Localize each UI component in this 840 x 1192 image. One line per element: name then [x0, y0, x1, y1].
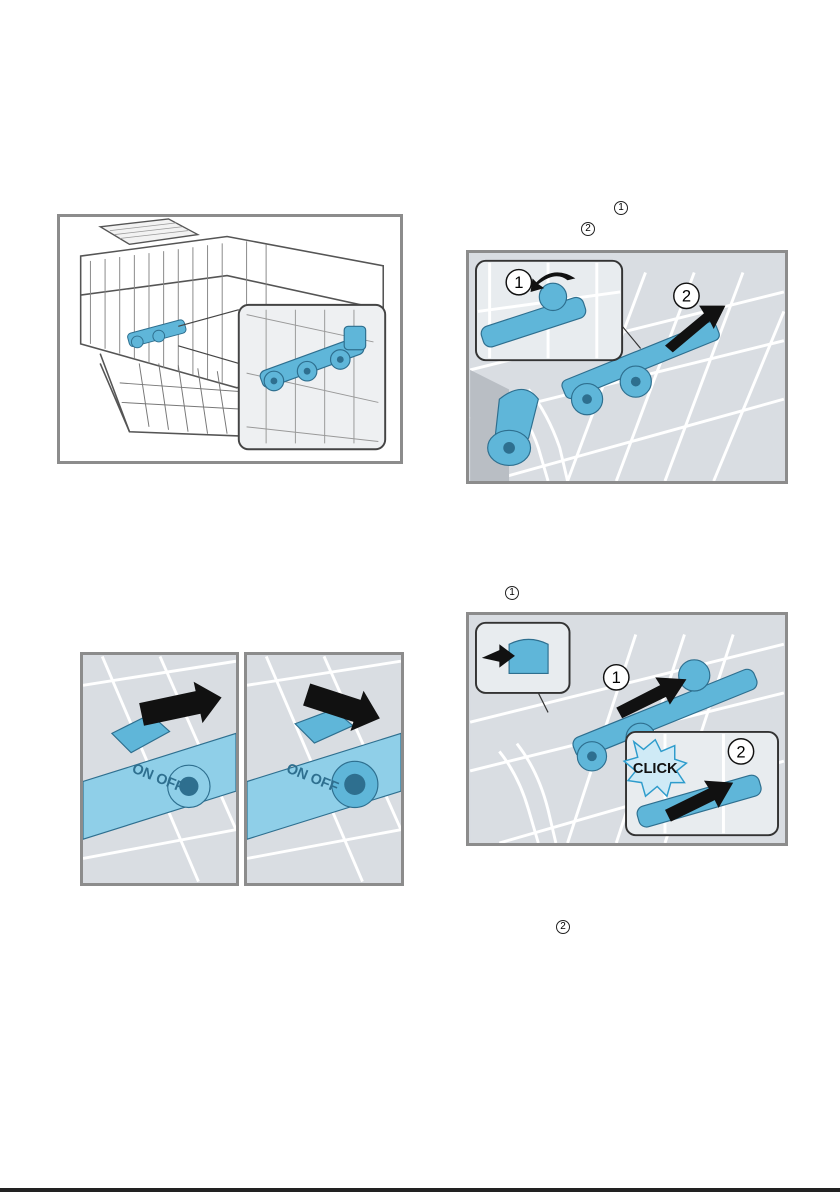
basket-overview-illustration: [60, 217, 400, 461]
insert-part-figure: 1 2 CLICK: [466, 612, 788, 846]
remove-step1-label: 1: [514, 273, 523, 292]
insert-step1-label: 1: [612, 668, 621, 687]
switch-on-illustration: ON OFF: [83, 655, 236, 883]
insert-part-illustration: 1 2 CLICK: [469, 615, 785, 843]
switch-on-figure: ON OFF: [80, 652, 239, 886]
switch-off-illustration: ON OFF: [247, 655, 401, 883]
insert-step2-label: 2: [736, 742, 745, 761]
step-marker-2-top: 2: [581, 222, 595, 236]
step-marker-1-middle: 1: [505, 586, 519, 600]
switch-off-figure: ON OFF: [244, 652, 404, 886]
remove-part-figure: 2 1: [466, 250, 788, 484]
step-marker-1-top: 1: [614, 201, 628, 215]
basket-overview-figure: [57, 214, 403, 464]
click-text: CLICK: [633, 761, 678, 777]
remove-part-illustration: 2 1: [469, 253, 785, 481]
remove-step2-label: 2: [682, 287, 691, 306]
page-bottom-rule: [0, 1188, 840, 1192]
step-marker-2-bottom: 2: [556, 920, 570, 934]
